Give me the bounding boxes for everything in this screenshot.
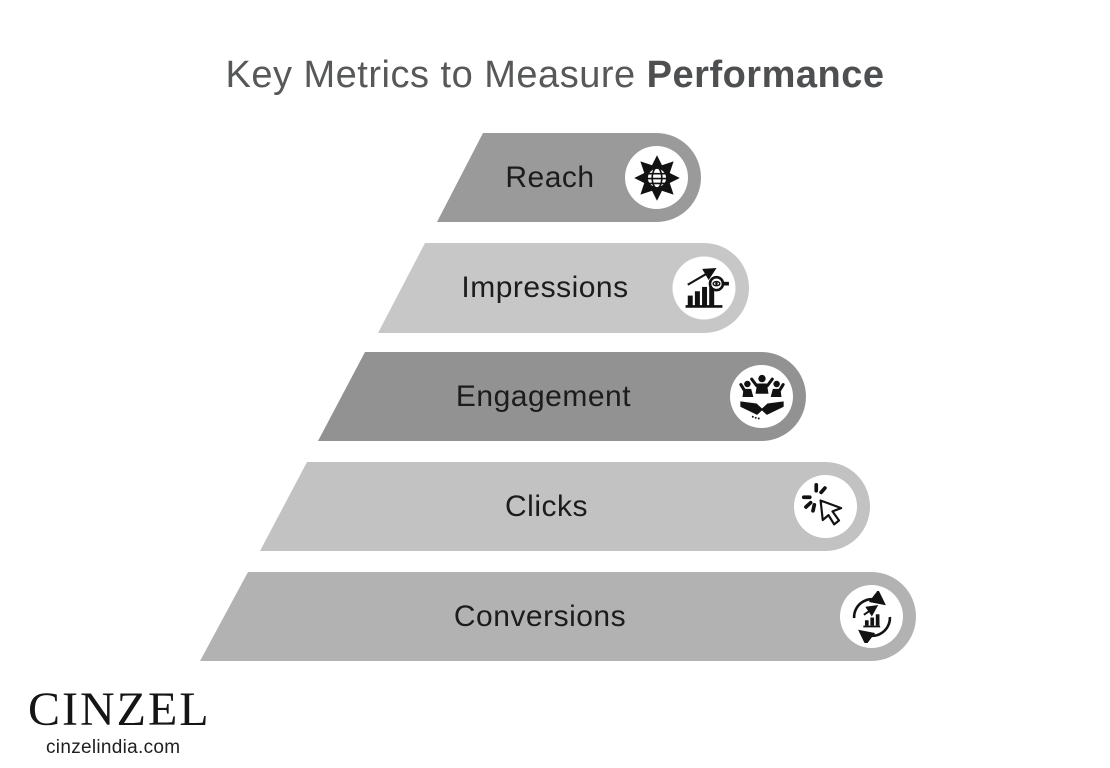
people-handshake-icon	[736, 371, 788, 423]
page-title: Key Metrics to Measure Performance	[0, 50, 1110, 100]
funnel-level-engagement: Engagement	[318, 352, 806, 441]
globe-network-arrows-icon	[631, 152, 683, 204]
funnel-level-clicks: Clicks	[260, 462, 870, 551]
cursor-click-icon	[800, 481, 852, 533]
level-label: Conversions	[453, 600, 627, 633]
level-label: Reach	[505, 161, 595, 194]
level-label: Clicks	[505, 490, 588, 523]
title-regular-text: Key Metrics to Measure	[225, 54, 647, 96]
funnel-bar-shape	[200, 572, 916, 661]
level-label: Engagement	[455, 380, 632, 413]
icon-circle	[840, 585, 903, 648]
cycle-growth-icon	[846, 590, 898, 643]
level-label: Impressions	[461, 271, 629, 304]
funnel-level-impressions: Impressions	[378, 243, 749, 333]
brand-logo: CINZEL	[28, 683, 211, 736]
bar-chart-magnifier-eye-icon	[678, 262, 730, 314]
brand-website: cinzelindia.com	[46, 737, 181, 758]
title-bold-text: Performance	[646, 54, 885, 96]
funnel-level-reach: Reach	[437, 133, 701, 222]
funnel-level-conversions: Conversions	[200, 572, 916, 661]
